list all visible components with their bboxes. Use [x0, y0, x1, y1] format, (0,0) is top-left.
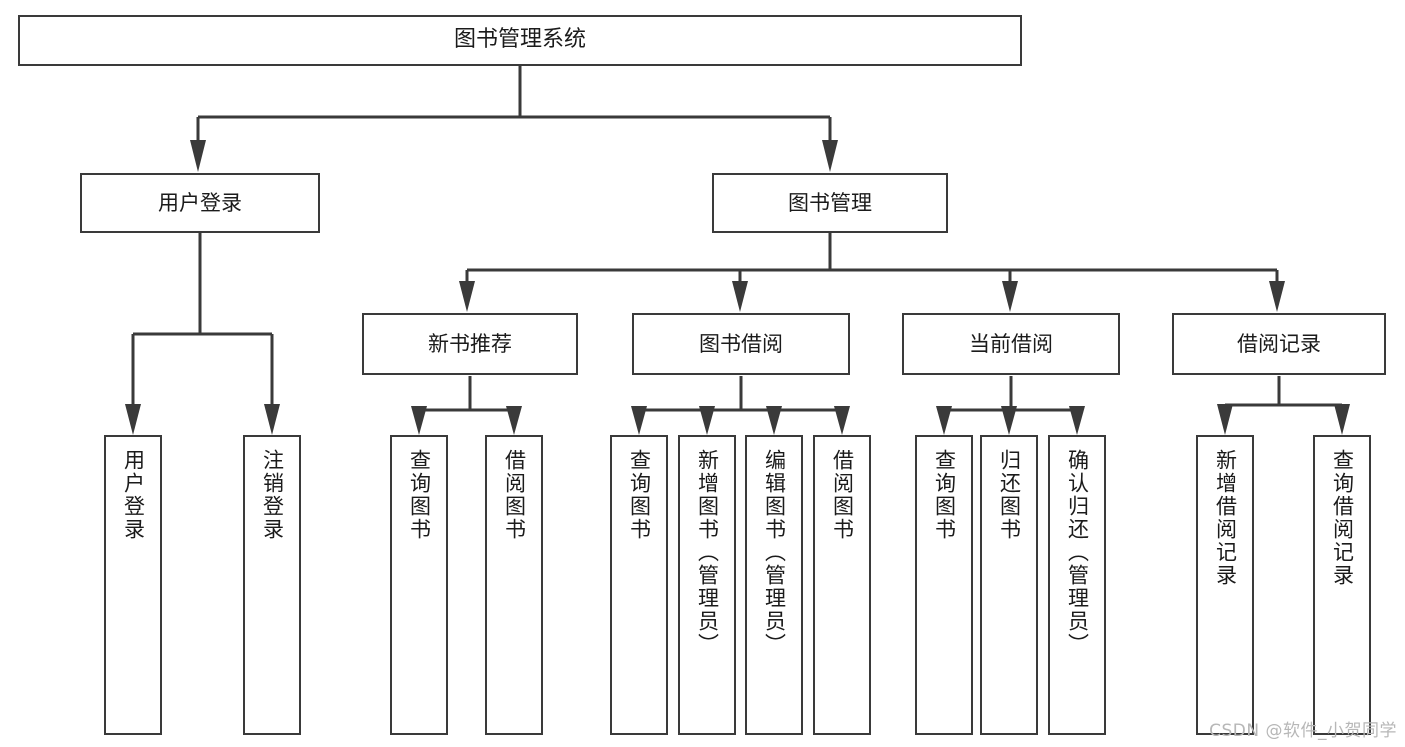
node-label: 确认归还（管理员）: [1065, 449, 1090, 656]
leaf-user-login[interactable]: 用户登录: [104, 435, 162, 735]
node-book-borrowing[interactable]: 图书借阅: [632, 313, 850, 375]
node-borrowing-record[interactable]: 借阅记录: [1172, 313, 1386, 375]
csdn-watermark: CSDN @软件_小贺同学: [1209, 721, 1397, 741]
leaf-borrow-book-recommendation[interactable]: 借阅图书: [485, 435, 543, 735]
node-label: 查询图书: [627, 449, 652, 541]
leaf-add-borrow-record[interactable]: 新增借阅记录: [1196, 435, 1254, 735]
leaf-borrow-book-borrowing[interactable]: 借阅图书: [813, 435, 871, 735]
node-label: 查询图书: [407, 449, 432, 541]
node-user-login[interactable]: 用户登录: [80, 173, 320, 233]
node-book-management[interactable]: 图书管理: [712, 173, 948, 233]
node-label: 新增图书（管理员）: [695, 449, 720, 656]
leaf-edit-book-admin[interactable]: 编辑图书（管理员）: [745, 435, 803, 735]
node-label: 用户登录: [121, 449, 146, 541]
leaf-query-book-borrowing[interactable]: 查询图书: [610, 435, 668, 735]
node-label: 借阅图书: [502, 449, 527, 541]
node-label: 编辑图书（管理员）: [762, 449, 787, 656]
node-new-book-recommendation[interactable]: 新书推荐: [362, 313, 578, 375]
node-label: 用户登录: [158, 190, 242, 215]
node-label: 图书管理系统: [453, 27, 586, 53]
leaf-add-book-admin[interactable]: 新增图书（管理员）: [678, 435, 736, 735]
leaf-query-book-recommendation[interactable]: 查询图书: [390, 435, 448, 735]
node-label: 借阅图书: [830, 449, 855, 541]
node-label: 当前借阅: [969, 331, 1053, 356]
node-label: 图书管理: [788, 190, 872, 215]
node-label: 归还图书: [997, 449, 1022, 541]
node-label: 图书借阅: [699, 331, 783, 356]
node-root-book-management-system[interactable]: 图书管理系统: [18, 15, 1022, 66]
node-current-borrowing[interactable]: 当前借阅: [902, 313, 1120, 375]
leaf-logout[interactable]: 注销登录: [243, 435, 301, 735]
node-label: 新增借阅记录: [1213, 449, 1238, 587]
leaf-query-borrow-record[interactable]: 查询借阅记录: [1313, 435, 1371, 735]
node-label: 借阅记录: [1237, 331, 1321, 356]
leaf-return-book[interactable]: 归还图书: [980, 435, 1038, 735]
node-label: 注销登录: [260, 449, 285, 541]
node-label: 查询借阅记录: [1330, 449, 1355, 587]
node-label: 新书推荐: [428, 331, 512, 356]
node-label: 查询图书: [932, 449, 957, 541]
leaf-query-book-current[interactable]: 查询图书: [915, 435, 973, 735]
leaf-confirm-return-admin[interactable]: 确认归还（管理员）: [1048, 435, 1106, 735]
